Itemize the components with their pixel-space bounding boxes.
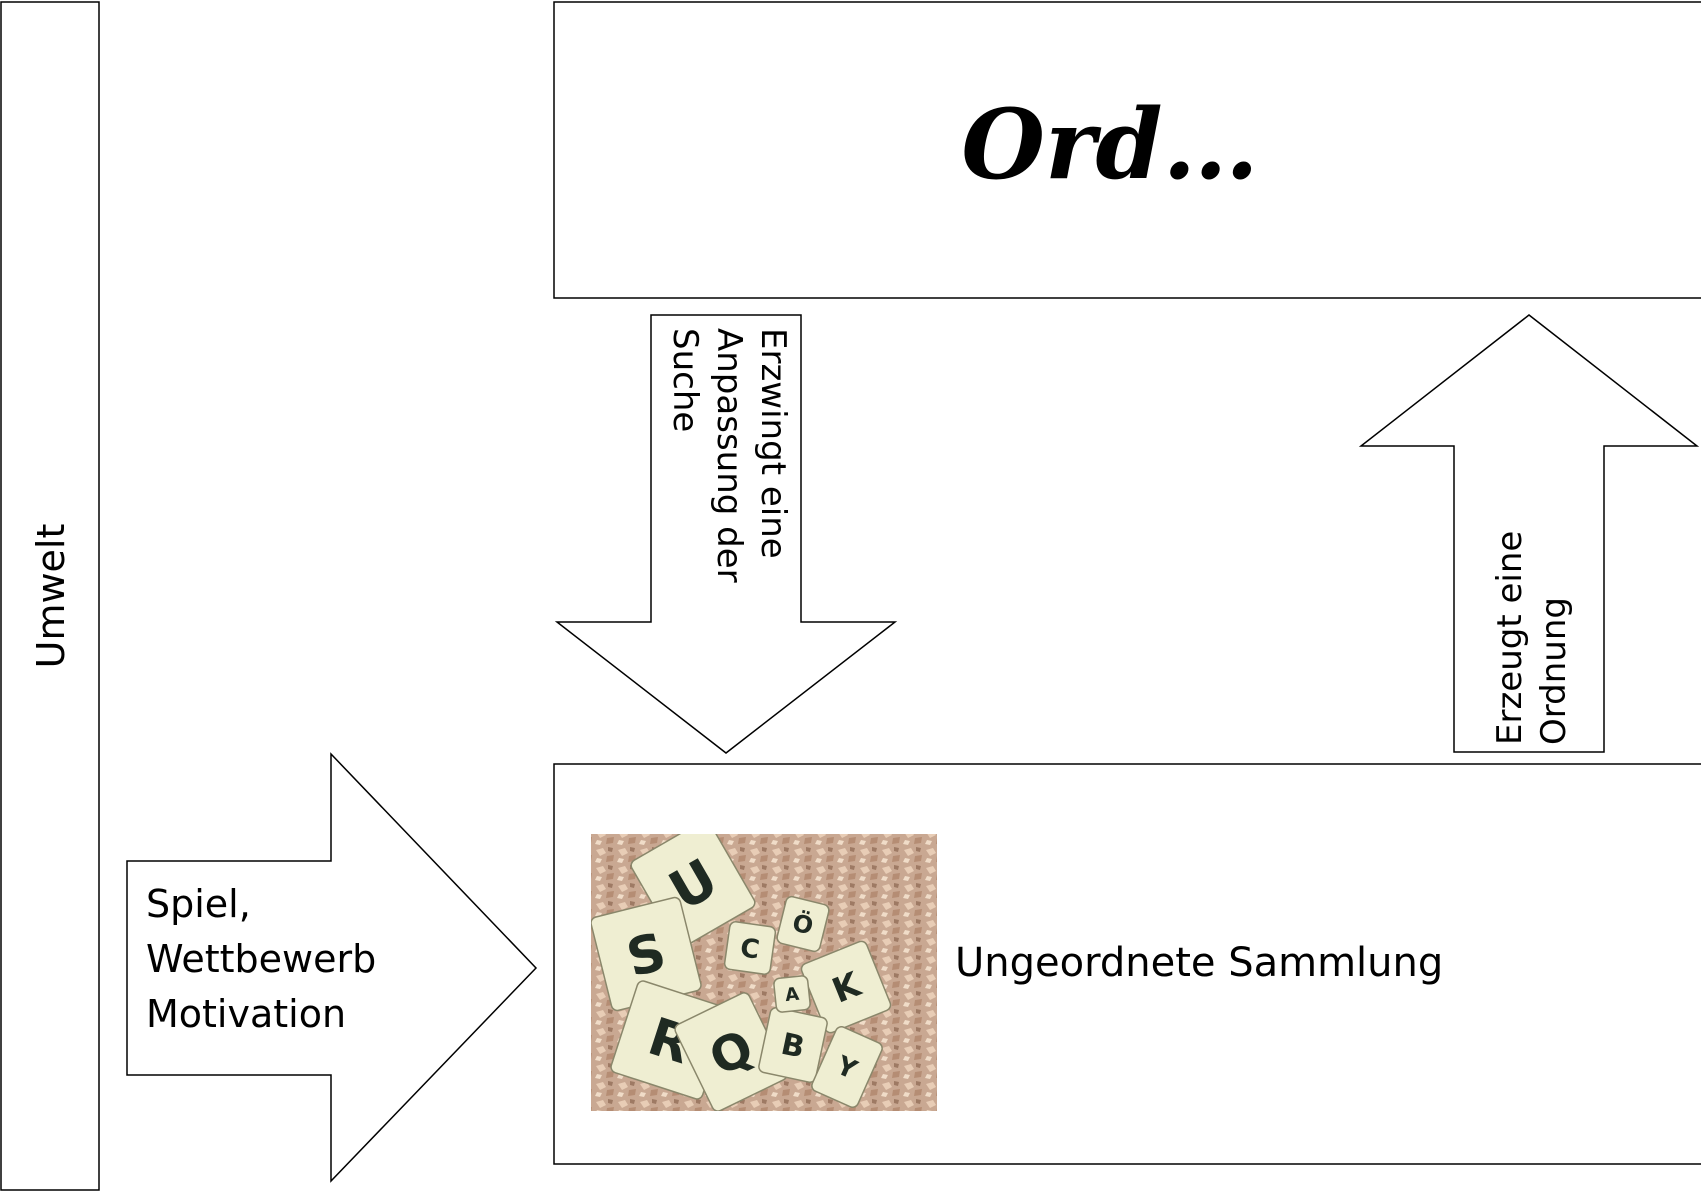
- motivation-arrow: [126, 752, 538, 1183]
- order-creation-arrow-label: Erzeugt eine Ordnung: [1490, 531, 1574, 745]
- svg-text:Erzeugt eine: Erzeugt eine: [1490, 531, 1530, 745]
- svg-text:A: A: [784, 984, 800, 1006]
- motivation-arrow-label: Spiel, Wettbewerb Motivation: [146, 882, 376, 1036]
- adaptation-arrow-label: Erzwingt eine Anpassung der Suche: [665, 328, 793, 583]
- adaptation-arrow: [554, 314, 898, 754]
- svg-text:Suche: Suche: [665, 328, 705, 432]
- environment-label: Umwelt: [29, 524, 73, 669]
- letter-tile: Q: [674, 992, 788, 1111]
- letter-tile: Y: [811, 1026, 883, 1108]
- svg-text:Erzwingt eine: Erzwingt eine: [753, 328, 793, 559]
- letter-tile: C: [723, 921, 777, 975]
- letter-tile: B: [758, 1007, 828, 1083]
- svg-text:Spiel,: Spiel,: [146, 882, 251, 926]
- svg-text:Wettbewerb: Wettbewerb: [146, 937, 376, 981]
- svg-text:Anpassung der: Anpassung der: [709, 328, 749, 583]
- letter-tile: K: [800, 940, 892, 1034]
- environment-bar: [0, 1, 100, 1191]
- order-box: [553, 1, 1701, 299]
- collection-label: Ungeordnete Sammlung: [955, 940, 1443, 986]
- svg-text:Ordnung: Ordnung: [1534, 597, 1574, 745]
- letter-tile: Ö: [776, 895, 830, 953]
- letter-tile: S: [591, 896, 702, 1012]
- svg-text:Motivation: Motivation: [146, 992, 346, 1036]
- svg-text:C: C: [738, 933, 761, 965]
- order-creation-arrow: [1358, 314, 1700, 753]
- letter-tile: A: [773, 975, 811, 1013]
- order-box-title: Ord…: [961, 88, 1258, 201]
